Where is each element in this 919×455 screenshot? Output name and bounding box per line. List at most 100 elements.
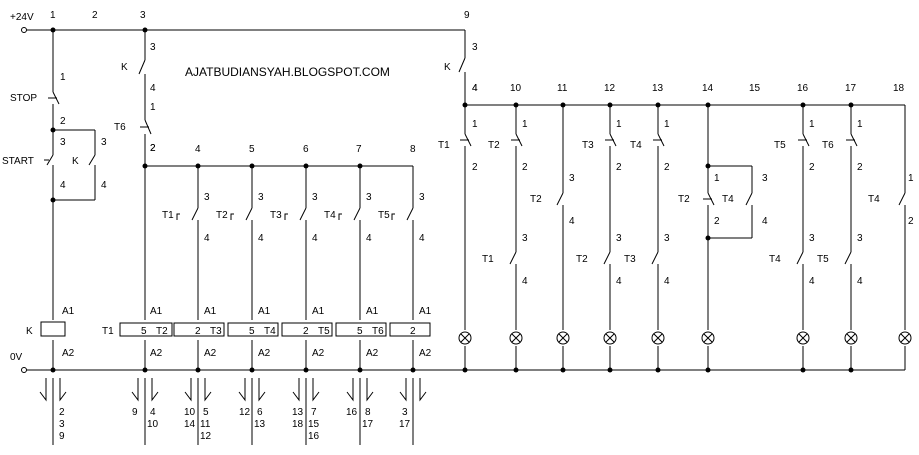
svg-text:3: 3 [204, 192, 210, 203]
contact-label: T2 [576, 254, 588, 265]
svg-text:3: 3 [59, 419, 65, 430]
svg-text:4: 4 [60, 180, 66, 191]
svg-text:2: 2 [522, 162, 528, 173]
contact-label: T4 [630, 140, 642, 151]
coils: K A1 A2 T1 5 T2 A1 A2 2 T3 A1 A2 5 T4 A1… [26, 306, 432, 359]
wire-number: 4 [195, 144, 201, 155]
svg-text:3: 3 [809, 233, 815, 244]
wire-number: 15 [749, 83, 761, 94]
svg-text:T6: T6 [372, 326, 384, 337]
svg-text:1: 1 [472, 119, 478, 130]
svg-text:1: 1 [150, 102, 156, 113]
svg-text:4: 4 [419, 233, 425, 244]
svg-text:A2: A2 [204, 348, 217, 359]
contact-label: T6 [822, 140, 834, 151]
wire-number: 11 [557, 83, 568, 94]
timer-contact-label: T2 [216, 210, 228, 221]
contact-label: T3 [582, 140, 594, 151]
svg-text:4: 4 [101, 180, 107, 191]
timer-contact-label: T3 [270, 210, 282, 221]
svg-text:3: 3 [664, 233, 670, 244]
svg-text:4: 4 [150, 407, 156, 418]
svg-text:9: 9 [59, 431, 65, 442]
svg-text:A2: A2 [258, 348, 271, 359]
svg-text:17: 17 [399, 419, 411, 430]
lamp-icon [509, 331, 523, 345]
wire-number: 9 [464, 10, 470, 21]
k-label: K [444, 62, 451, 73]
wire-number: 4 [472, 83, 478, 94]
coil-k-label: K [26, 326, 33, 337]
svg-text:2: 2 [908, 216, 914, 227]
svg-text:A2: A2 [312, 348, 325, 359]
start-label: START [2, 156, 34, 167]
cross-reference-numbers: 2 3 9 9 4 10 10 14 5 11 12 12 6 13 13 18… [59, 407, 411, 442]
contact-label: T4 [868, 194, 880, 205]
wire-number: 1 [50, 10, 56, 21]
svg-text:1: 1 [664, 119, 670, 130]
svg-text:A1: A1 [204, 306, 217, 317]
lamp-icon [458, 331, 472, 345]
svg-text:1: 1 [809, 119, 815, 130]
wire-number: 17 [845, 83, 857, 94]
t6-label: T6 [114, 122, 126, 133]
svg-text:3: 3 [472, 42, 478, 53]
contact-label: T2 [488, 140, 500, 151]
svg-text:5: 5 [141, 326, 147, 337]
supply-label: +24V [10, 12, 34, 23]
svg-text:1: 1 [908, 173, 914, 184]
lamp-icon [651, 331, 665, 345]
svg-text:4: 4 [472, 83, 478, 94]
svg-text:A1: A1 [62, 306, 75, 317]
svg-text:T3: T3 [210, 326, 222, 337]
svg-text:4: 4 [312, 233, 318, 244]
svg-text:9: 9 [132, 407, 138, 418]
contacts [44, 57, 906, 265]
svg-text:7: 7 [311, 407, 317, 418]
svg-text:11: 11 [200, 419, 211, 430]
lamp-icon [844, 331, 858, 345]
svg-text:10: 10 [147, 419, 159, 430]
svg-text:13: 13 [292, 407, 304, 418]
svg-text:A1: A1 [366, 306, 379, 317]
timer-contact-label: T1 [162, 210, 174, 221]
svg-text:2: 2 [150, 143, 156, 154]
wire-number: 2 [92, 10, 98, 21]
svg-text:5: 5 [357, 326, 363, 337]
timer-terminal-numbers: 34 34 34 34 34 [204, 192, 425, 244]
wire-number: 8 [410, 144, 416, 155]
svg-text:3: 3 [258, 192, 264, 203]
wire-number: 3 [140, 10, 146, 21]
svg-text:4: 4 [762, 216, 768, 227]
wire-number: 13 [652, 83, 664, 94]
svg-text:2: 2 [195, 326, 201, 337]
svg-text:4: 4 [522, 276, 528, 287]
contact-label: T3 [624, 254, 636, 265]
svg-text:A1: A1 [312, 306, 325, 317]
contact-label: T5 [774, 140, 786, 151]
svg-text:3: 3 [402, 407, 408, 418]
svg-text:3: 3 [857, 233, 863, 244]
contact-label: T4 [722, 194, 734, 205]
svg-text:1: 1 [60, 72, 66, 83]
svg-text:4: 4 [569, 216, 575, 227]
svg-text:6: 6 [257, 407, 263, 418]
lamp-icon [603, 331, 617, 345]
svg-text:1: 1 [857, 119, 863, 130]
svg-text:A1: A1 [150, 306, 163, 317]
svg-text:3: 3 [150, 42, 156, 53]
k-label: K [72, 156, 79, 167]
svg-text:12: 12 [200, 431, 212, 442]
lamp-icon [898, 331, 912, 345]
svg-text:4: 4 [616, 276, 622, 287]
svg-text:2: 2 [60, 116, 66, 127]
svg-text:4: 4 [204, 233, 210, 244]
power-rails [26, 29, 905, 371]
svg-text:2: 2 [857, 162, 863, 173]
wire-number: 16 [797, 83, 809, 94]
svg-text:2: 2 [59, 407, 65, 418]
supply-terminal [21, 27, 27, 33]
lamp-icon [796, 331, 810, 345]
svg-text:3: 3 [366, 192, 372, 203]
svg-text:5: 5 [249, 326, 255, 337]
